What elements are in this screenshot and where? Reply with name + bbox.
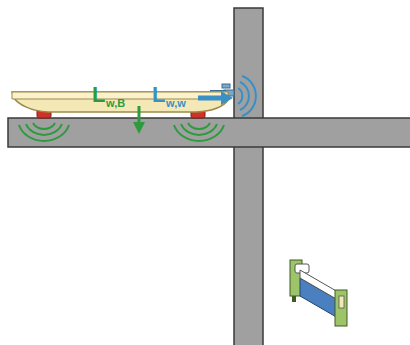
sound-waves-wall bbox=[238, 76, 256, 116]
level-subscript: w,w bbox=[166, 98, 186, 109]
bed bbox=[290, 260, 347, 326]
arrow-right bbox=[198, 91, 233, 105]
level-subscript: w,B bbox=[106, 98, 125, 109]
wall bbox=[234, 8, 263, 345]
level-symbol: L bbox=[92, 84, 105, 106]
sound-waves-floor bbox=[19, 123, 224, 141]
floor-slab bbox=[8, 118, 410, 147]
bathtub bbox=[12, 92, 228, 112]
arrow-down bbox=[133, 106, 145, 134]
level-symbol: L bbox=[152, 84, 165, 106]
slab-wall-joint bbox=[235, 119, 262, 146]
